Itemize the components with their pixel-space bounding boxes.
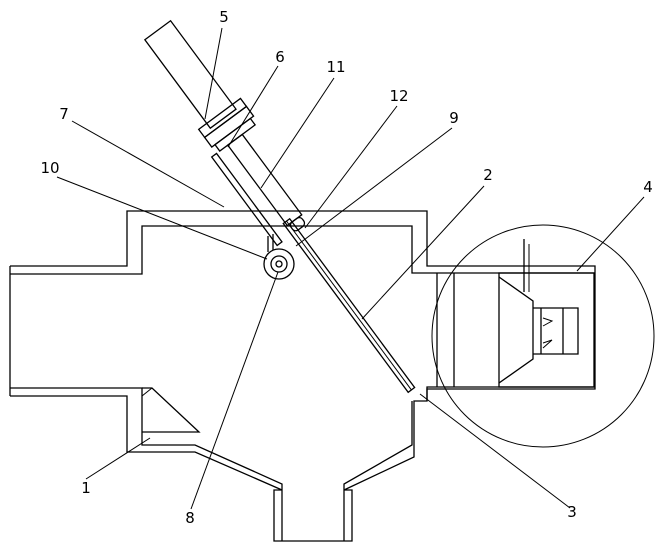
label-3: 3 (567, 503, 577, 521)
label-8: 8 (185, 509, 195, 527)
filter-cone (498, 276, 534, 384)
label-10: 10 (40, 159, 59, 177)
detail-circle (431, 224, 655, 448)
leader-10 (56, 176, 268, 260)
leader-9 (295, 127, 453, 247)
housing-inner-wall (10, 225, 595, 541)
leader-7 (71, 120, 225, 208)
leader-4 (576, 196, 645, 272)
guide-bar (210, 152, 283, 247)
pivot (263, 234, 295, 280)
label-12: 12 (389, 87, 408, 105)
label-11: 11 (326, 58, 345, 76)
leader-12 (304, 105, 398, 229)
leader-1 (85, 437, 151, 480)
cylinder-body (143, 19, 237, 130)
filter-clip-top (542, 317, 554, 327)
leader-3 (419, 393, 571, 509)
housing (9, 210, 596, 542)
pivot-inner-ring (270, 255, 288, 273)
label-4: 4 (643, 178, 653, 196)
leader-11 (260, 77, 335, 189)
pivot-pin (275, 260, 283, 268)
leader-5 (204, 27, 223, 120)
cylinder-flange-a (197, 97, 248, 139)
outlet-detail (431, 224, 655, 448)
label-6: 6 (275, 48, 285, 66)
filter-clip-bottom (542, 339, 553, 349)
baffle-plate-midline (286, 220, 412, 391)
leader-2 (361, 185, 485, 320)
part-labels: 5 6 11 12 9 7 10 2 4 3 1 8 (40, 8, 652, 527)
hopper-funnel (142, 387, 201, 433)
filter-nozzle (533, 307, 579, 355)
leader-6 (227, 65, 279, 148)
label-9: 9 (449, 109, 459, 127)
housing-outer-wall (10, 210, 596, 542)
piston-rod (226, 133, 303, 227)
label-5: 5 (219, 8, 229, 26)
label-1: 1 (81, 479, 91, 497)
label-2: 2 (483, 166, 493, 184)
label-7: 7 (59, 105, 69, 123)
funnel-joint (141, 387, 153, 397)
baffle-plate (282, 217, 416, 394)
outlet-frame (498, 272, 595, 388)
leader-8 (190, 271, 279, 510)
leader-lines (56, 27, 645, 510)
actuator-assembly (143, 19, 416, 394)
pivot-outer-ring (263, 248, 295, 280)
